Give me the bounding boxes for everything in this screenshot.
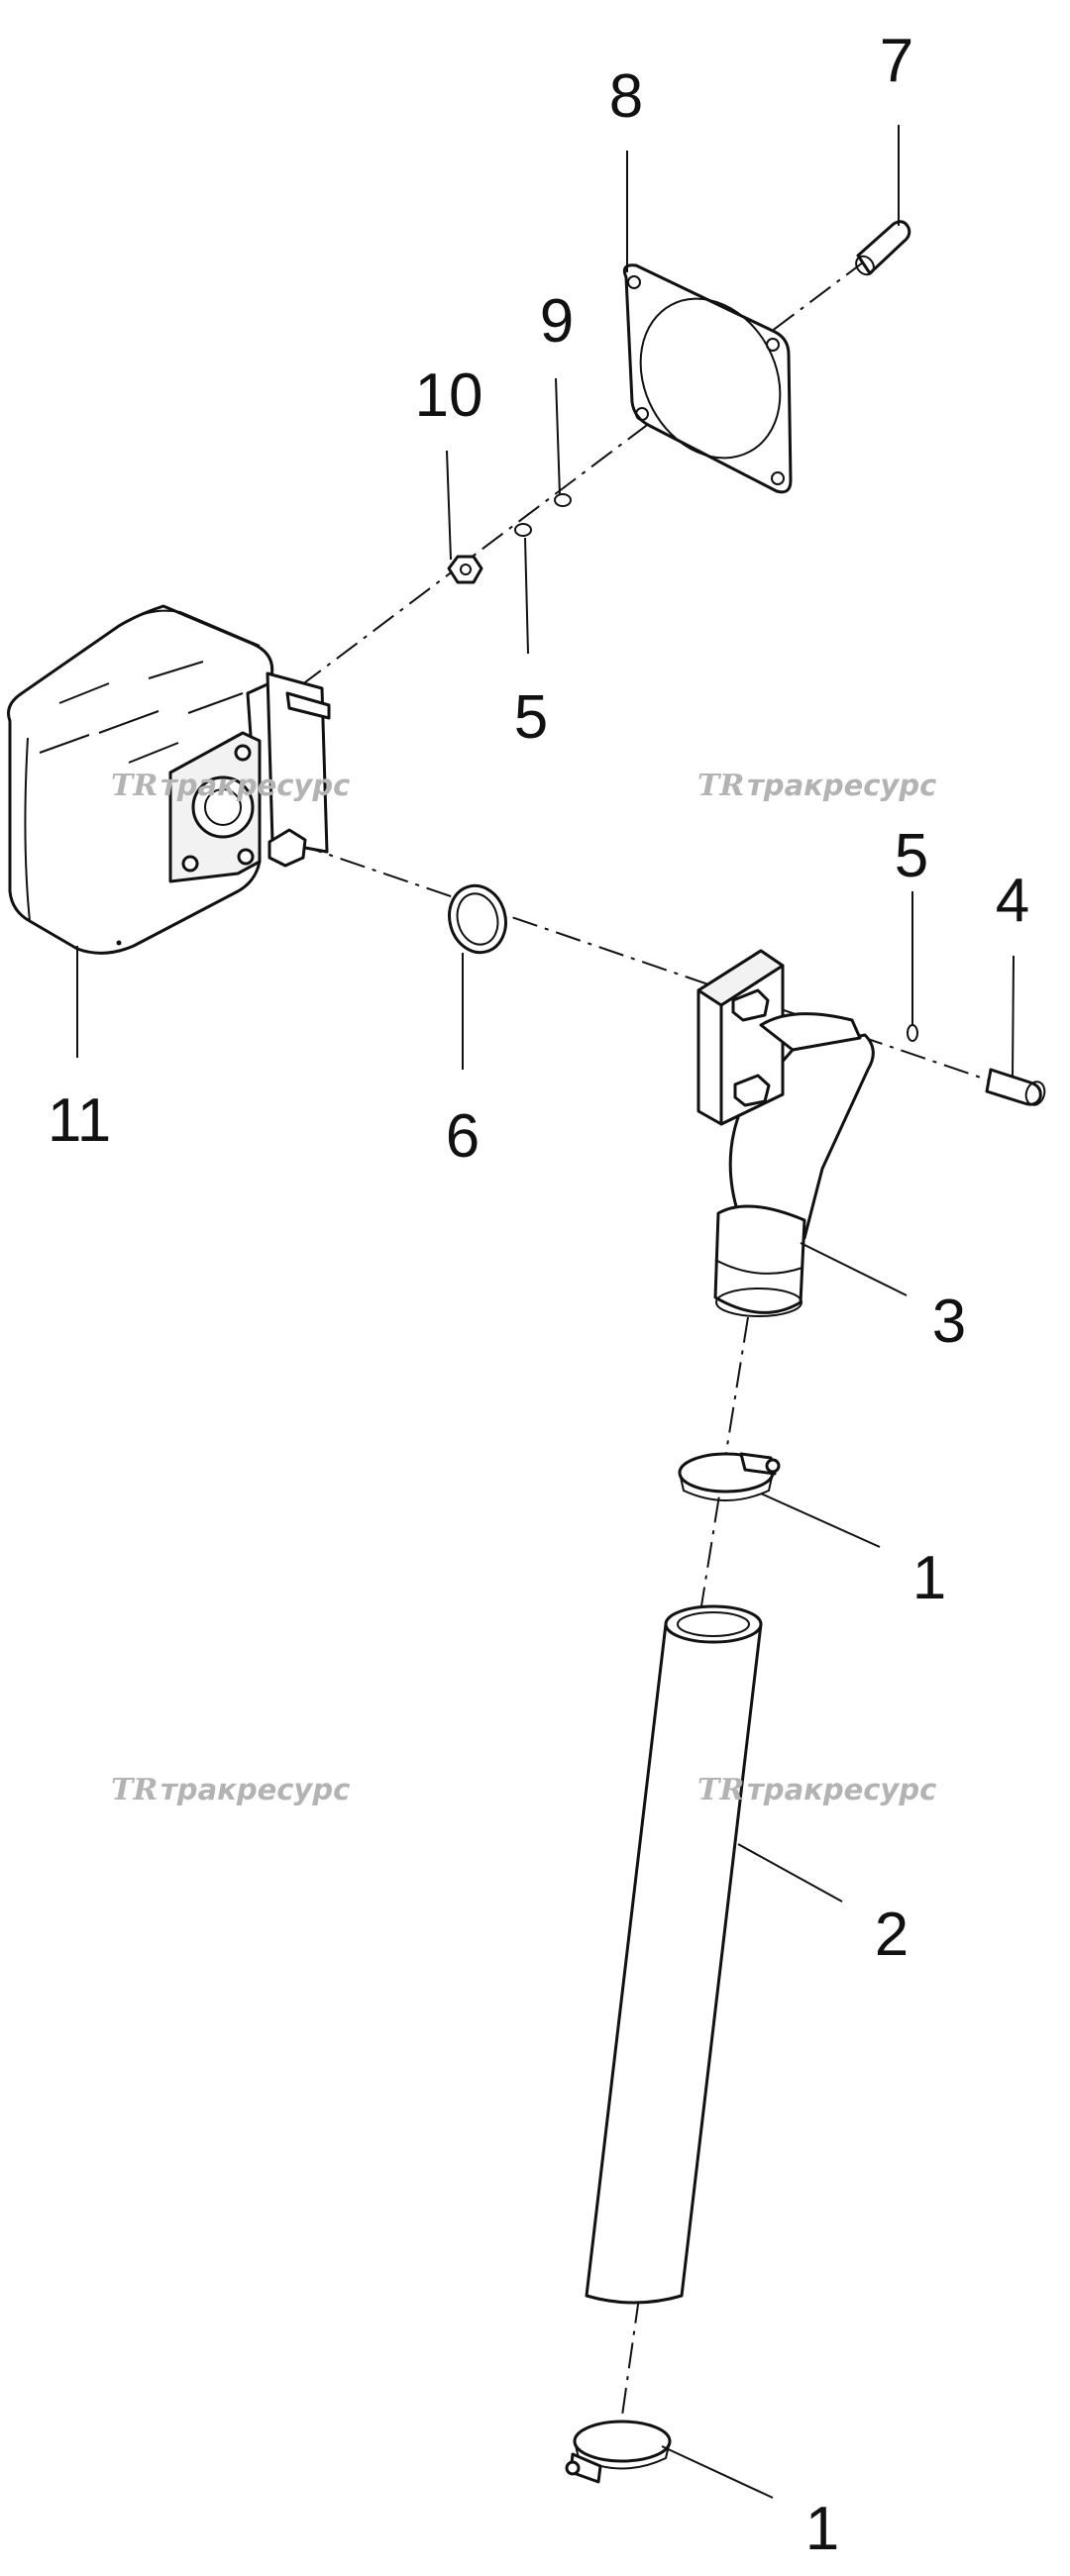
watermark-text: тракресурс [747, 1773, 936, 1806]
watermark-logo: TR [111, 769, 158, 803]
callout-6: 6 [446, 1102, 480, 1171]
watermark-logo: TR [697, 1773, 744, 1807]
part-1-hose-clamp-bottom [565, 2420, 672, 2484]
part-6-o-ring [448, 883, 507, 955]
watermark-logo: TR [697, 769, 744, 803]
part-4-bolt [985, 1068, 1046, 1106]
callout-4: 4 [996, 867, 1029, 935]
callout-5-right: 5 [895, 822, 928, 890]
callout-5-top: 5 [514, 683, 548, 752]
watermark-logo: TR [111, 1773, 158, 1807]
part-1-hose-clamp-top [678, 1452, 781, 1501]
watermark-text: тракресурс [747, 769, 936, 802]
part-5-small-seal-right [907, 1024, 918, 1042]
watermark-bottom-left: TR тракресурс [111, 1773, 350, 1807]
callout-10: 10 [415, 361, 483, 430]
callout-7: 7 [880, 27, 913, 95]
callout-labels: 7 8 9 10 5 11 6 5 4 3 1 2 1 [48, 27, 1029, 2563]
callout-2: 2 [875, 1901, 909, 1969]
part-9-small-seal [554, 493, 572, 507]
callout-3: 3 [932, 1288, 966, 1356]
callout-9: 9 [540, 287, 574, 356]
callout-11: 11 [48, 1086, 111, 1155]
callout-1-bottom: 1 [805, 2495, 839, 2563]
watermark-top-left: TR тракресурс [111, 769, 350, 803]
watermark-text: тракресурс [160, 769, 350, 802]
part-3-elbow-fitting [696, 949, 875, 1317]
part-7-pin [855, 220, 911, 276]
watermark-bottom-right: TR тракресурс [697, 1773, 936, 1807]
part-11-pump-housing [7, 604, 331, 955]
part-8-gasket [622, 263, 793, 494]
leader-lines [76, 125, 1015, 2499]
watermark-text: тракресурс [160, 1773, 350, 1806]
part-2-pipe [585, 1604, 763, 2305]
part-10-nut [447, 555, 483, 584]
part-5-small-seal-top [514, 523, 532, 537]
watermark-top-right: TR тракресурс [697, 769, 936, 803]
callout-1-top: 1 [912, 1544, 946, 1612]
callout-8: 8 [609, 62, 643, 131]
